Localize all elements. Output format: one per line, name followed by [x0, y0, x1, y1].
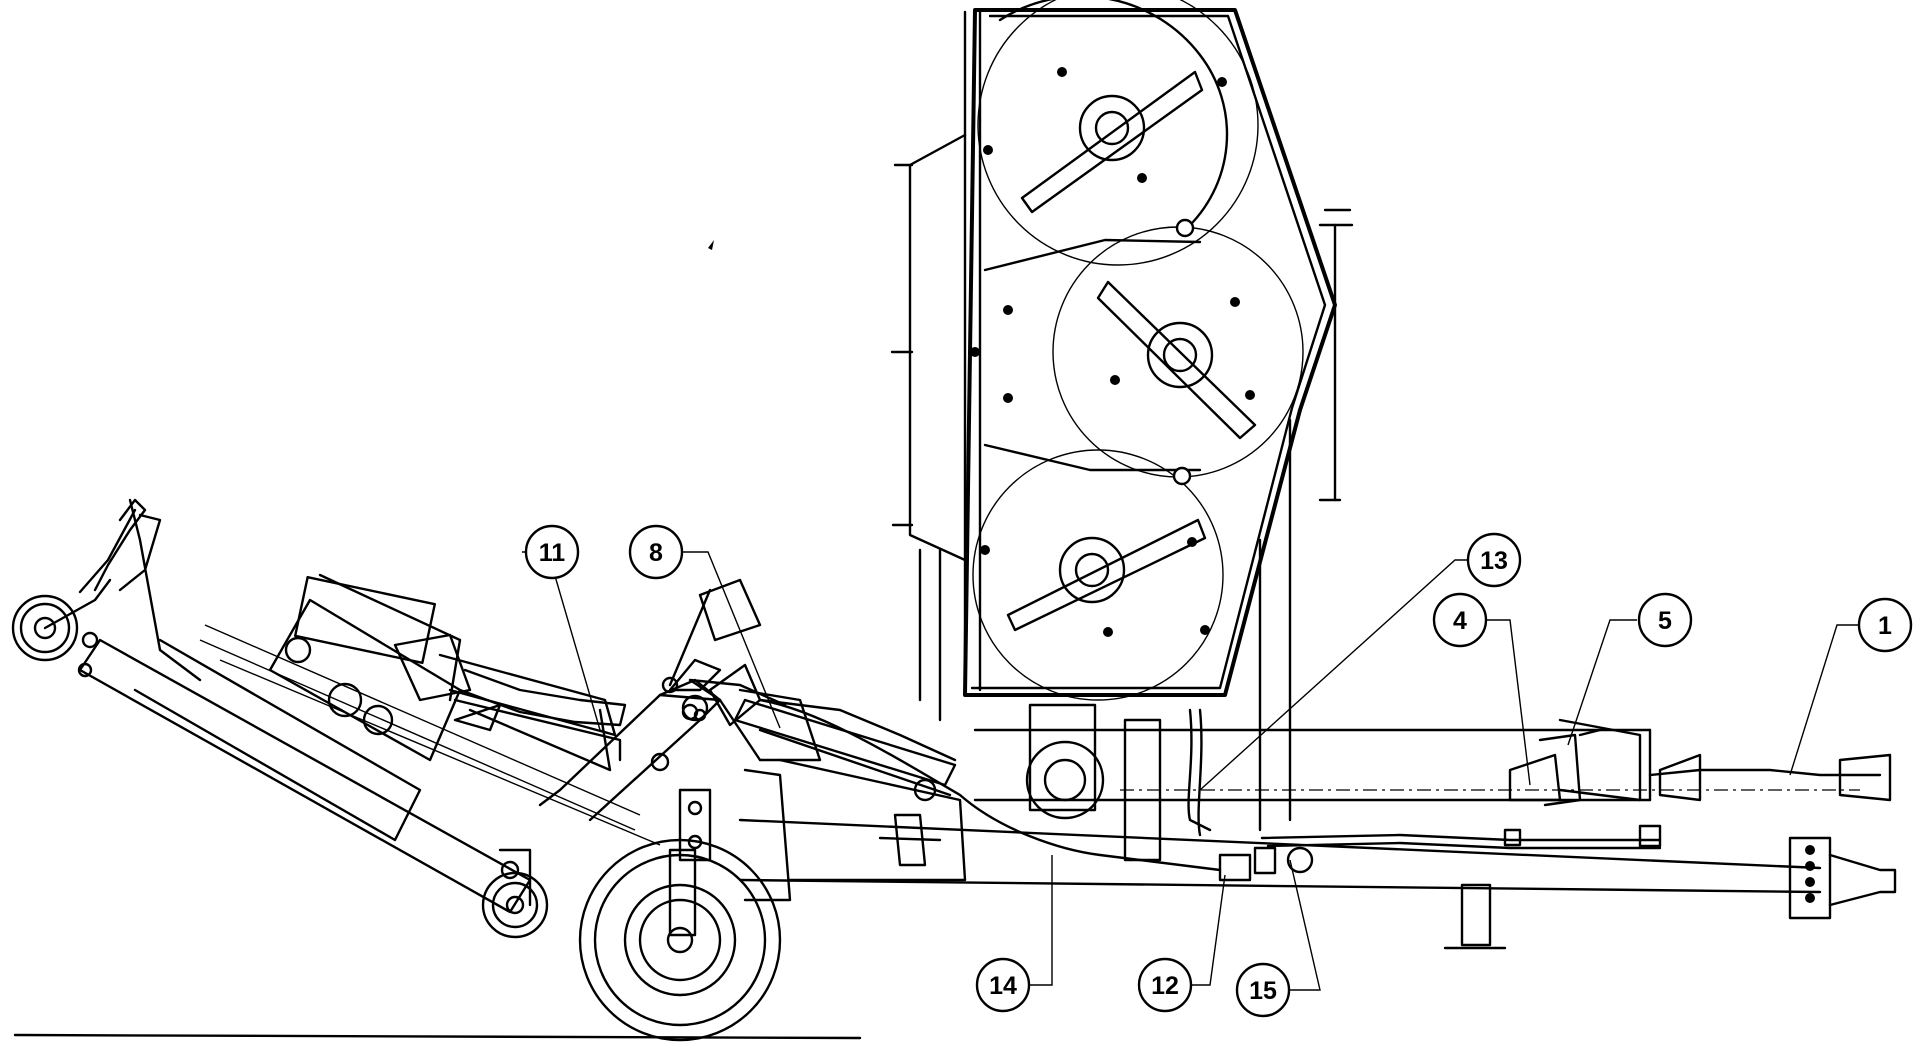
callout-14: 14 — [975, 957, 1031, 1013]
callout-8: 8 — [628, 524, 684, 580]
callout-label: 14 — [989, 972, 1017, 1000]
callout-label: 4 — [1453, 607, 1467, 635]
callout-label: 8 — [649, 539, 663, 567]
ground-line — [13, 1033, 862, 1040]
gearbox — [1508, 728, 1602, 807]
callout-label: 1 — [1878, 612, 1892, 640]
stray-mark — [708, 240, 714, 250]
hydraulic-hoses — [758, 698, 1662, 882]
callout-15: 15 — [1235, 962, 1291, 1018]
mower-deck — [890, 0, 1354, 832]
callout-11: 11 — [524, 524, 580, 580]
transport-wheel — [578, 838, 782, 1042]
deck-bolts — [970, 67, 1255, 637]
caster-wheel-left — [11, 498, 147, 678]
spindle-hub-top — [1020, 70, 1204, 214]
callout-12: 12 — [1137, 957, 1193, 1013]
spindle-hub-bottom — [1006, 518, 1207, 632]
callout-label: 5 — [1658, 607, 1672, 635]
fold-linkage — [538, 578, 967, 902]
callout-label: 15 — [1249, 977, 1277, 1005]
main-frame — [738, 703, 1897, 950]
callout-label: 13 — [1480, 547, 1508, 575]
callout-label: 12 — [1151, 972, 1179, 1000]
callout-1: 1 — [1857, 597, 1913, 653]
callout-13: 13 — [1466, 532, 1522, 588]
spindle-hub-middle — [1096, 280, 1257, 440]
callout-4: 4 — [1432, 592, 1488, 648]
callout-5: 5 — [1637, 592, 1693, 648]
caster-wheel-rear — [481, 848, 549, 939]
callout-label: 11 — [539, 539, 566, 567]
